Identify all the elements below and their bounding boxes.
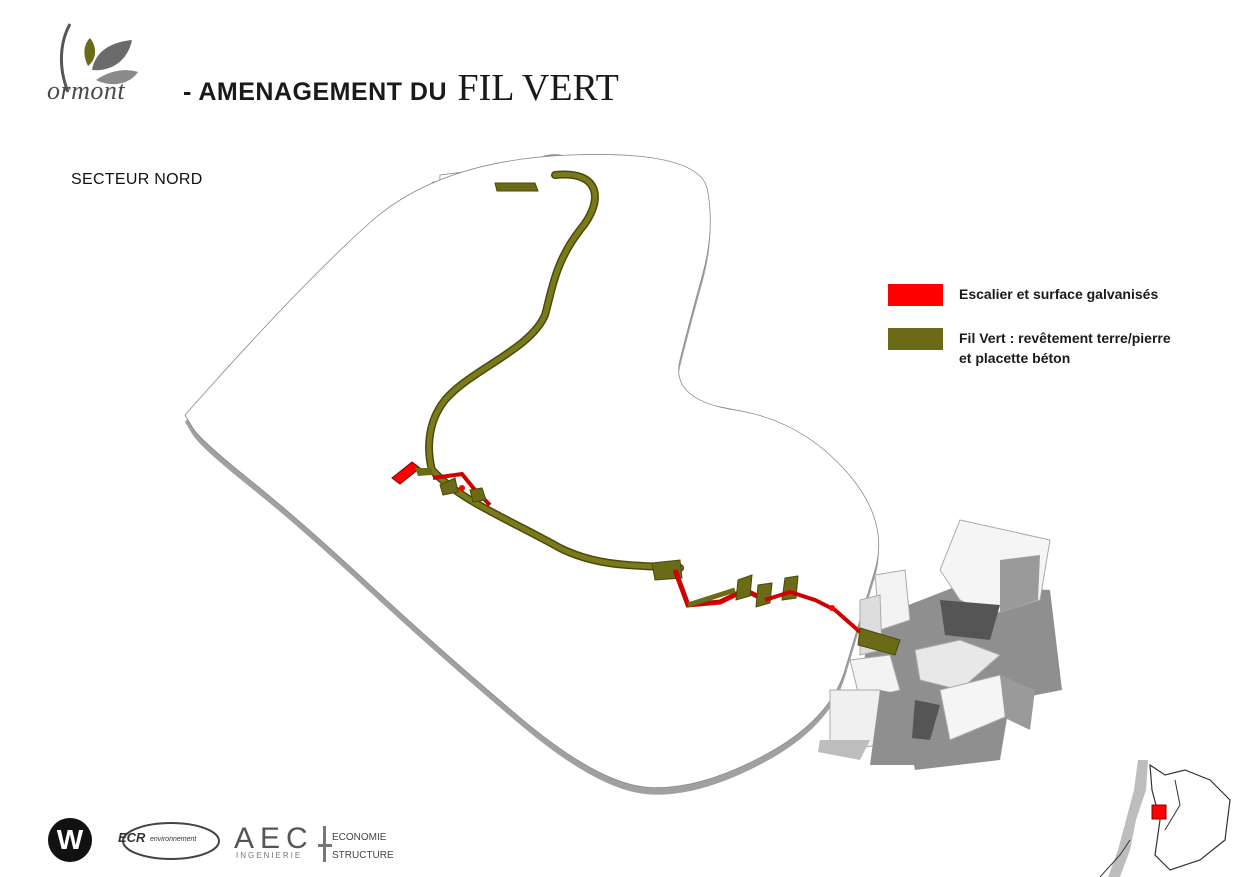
aec-structure: STRUCTURE: [332, 850, 394, 861]
location-minimap: [1099, 760, 1231, 877]
lormont-leaf-logo-icon: [59, 23, 138, 93]
legend-label: Fil Vert : revêtement terre/pierre et pl…: [959, 330, 1171, 366]
stairs-upper: [391, 461, 492, 507]
legend-swatch-green: [888, 328, 943, 350]
w-logo-icon: W: [48, 818, 92, 862]
ecr-logo-icon: [122, 822, 220, 860]
legend-swatch-red: [888, 284, 943, 306]
ecr-logo-sub: environnement: [150, 836, 197, 843]
top-placette: [494, 182, 539, 192]
ecr-logo-text: ECR: [118, 830, 146, 845]
page-title: - AMENAGEMENT DU FIL VERT: [183, 66, 619, 110]
legend-label: Escalier et surface galvanisés: [959, 286, 1159, 302]
contour-terrace: [184, 154, 880, 789]
legend-item-stairs: Escalier et surface galvanisés: [888, 284, 1158, 306]
aec-divider-icon: [318, 826, 332, 862]
sector-label: SECTEUR NORD: [71, 171, 203, 188]
location-marker: [1151, 804, 1167, 820]
aec-logo-text: AEC: [234, 822, 314, 855]
logo-text: ormont: [47, 76, 126, 105]
title-prefix: - AMENAGEMENT DU: [183, 78, 448, 106]
buildings: [818, 519, 1062, 770]
title-main: FIL VERT: [457, 67, 619, 109]
lower-route: [651, 559, 901, 656]
legend-item-fil-vert: Fil Vert : revêtement terre/pierre et pl…: [888, 328, 1171, 368]
contour-lines: [184, 154, 880, 795]
aec-economie: ECONOMIE: [332, 832, 387, 843]
aec-logo-sub: INGENIERIE: [236, 851, 303, 860]
